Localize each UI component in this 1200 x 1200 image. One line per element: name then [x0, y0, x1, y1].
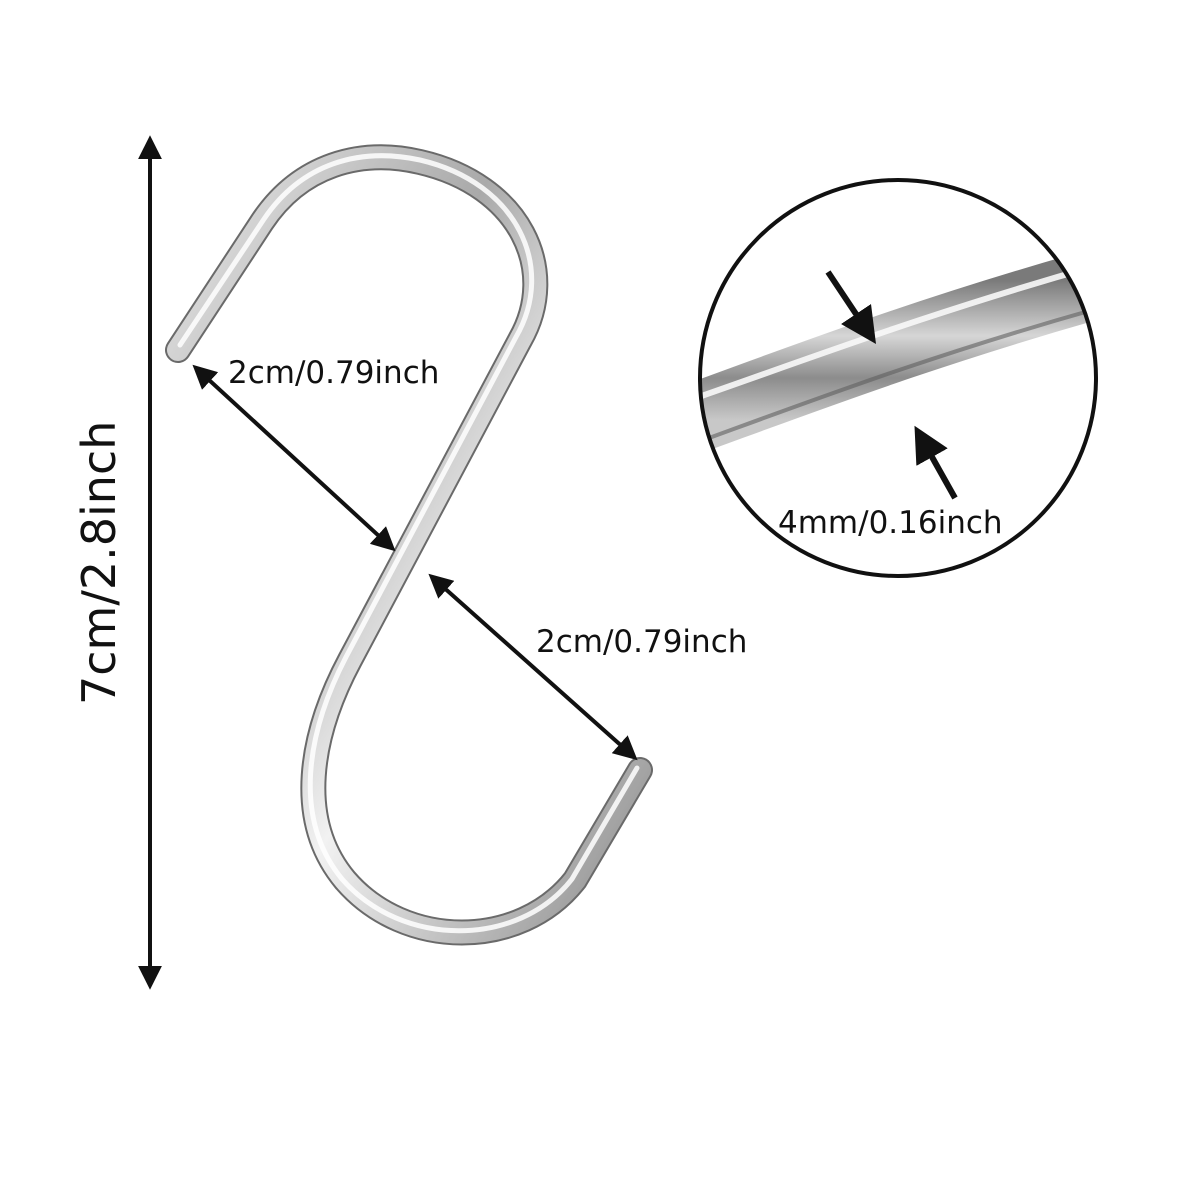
height-dimension: 7cm/2.8inch [72, 135, 162, 990]
zoom-wire [700, 246, 1096, 453]
wire-zoom-detail: 4mm/0.16inch [698, 178, 1098, 578]
height-label: 7cm/2.8inch [72, 421, 126, 705]
lower-opening-arrow [428, 573, 638, 761]
lower-opening-dimension: 2cm/0.79inch [428, 573, 747, 761]
lower-opening-label: 2cm/0.79inch [536, 624, 747, 660]
s-hook [165, 144, 653, 946]
thickness-arrow-bottom [914, 425, 958, 500]
wire-thickness-label: 4mm/0.16inch [778, 505, 1003, 541]
s-hook-highlight [177, 153, 640, 934]
zoom-circle-border [698, 178, 1098, 578]
thickness-arrow-top [825, 270, 876, 344]
upper-opening-arrow [192, 364, 396, 552]
upper-opening-label: 2cm/0.79inch [228, 355, 439, 391]
s-hook-body [167, 146, 651, 944]
upper-opening-dimension: 2cm/0.79inch [192, 355, 439, 552]
